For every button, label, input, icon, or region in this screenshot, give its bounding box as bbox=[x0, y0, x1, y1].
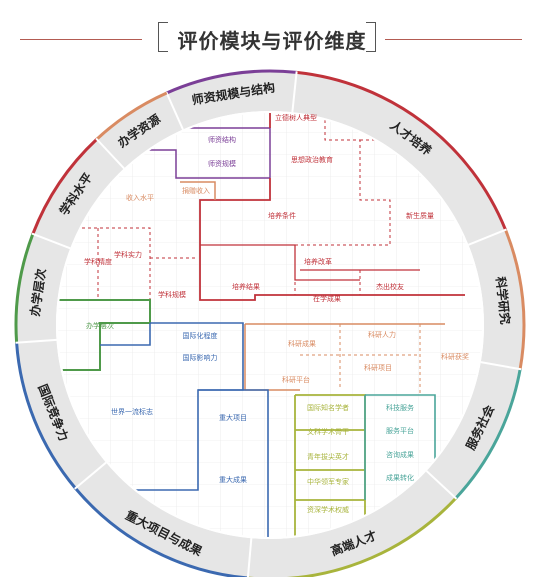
title-bar: 评价模块与评价维度 bbox=[0, 18, 539, 58]
module-label: 科学研究 bbox=[493, 276, 513, 325]
dimension-label: 青年拔尖英才 bbox=[307, 452, 349, 461]
dimension-label: 咨询成果 bbox=[386, 450, 414, 459]
dimension-label: 科研人力 bbox=[368, 330, 396, 339]
module-ring bbox=[15, 70, 525, 577]
module-arc bbox=[166, 69, 297, 95]
dimension-label: 服务平台 bbox=[386, 426, 414, 435]
module-label: 办学层次 bbox=[27, 268, 49, 318]
dimension-label: 思想政治教育 bbox=[291, 155, 333, 164]
dimension-label: 在学成果 bbox=[313, 294, 341, 303]
dimension-label: 学科规模 bbox=[158, 290, 186, 299]
dimension-border bbox=[58, 299, 151, 371]
module-arc bbox=[454, 368, 522, 500]
module-arc bbox=[31, 138, 98, 235]
dimension-border bbox=[58, 227, 198, 300]
module-arc bbox=[247, 497, 457, 577]
module-divider bbox=[246, 538, 253, 577]
module-divider bbox=[425, 470, 458, 500]
module-divider bbox=[74, 461, 107, 490]
dimension-label: 国际化程度 bbox=[183, 331, 218, 340]
module-divider bbox=[468, 228, 507, 246]
module-divider bbox=[31, 232, 71, 250]
module-divider bbox=[95, 137, 125, 170]
dimension-label: 中华领军专家 bbox=[307, 477, 349, 486]
dimension-label: 学科实力 bbox=[114, 250, 142, 259]
dimension-label: 培养条件 bbox=[268, 211, 296, 220]
dimension-label: 捐赠收入 bbox=[182, 186, 210, 195]
page-title: 评价模块与评价维度 bbox=[177, 29, 367, 53]
dimension-border bbox=[198, 389, 269, 537]
module-arc bbox=[15, 342, 77, 490]
dimension-border bbox=[300, 324, 421, 395]
dimension-label: 收入水平 bbox=[126, 193, 154, 202]
dimension-label: 科研成果 bbox=[288, 339, 316, 348]
dimension-label: 培养结果 bbox=[232, 282, 260, 291]
dimension-label: 文科学术骨干 bbox=[307, 427, 349, 436]
module-arc bbox=[74, 487, 248, 577]
module-divider bbox=[480, 361, 522, 371]
dimension-label: 科研平台 bbox=[282, 375, 310, 384]
module-divider bbox=[165, 91, 184, 130]
dimension-label: 成果转化 bbox=[386, 473, 414, 482]
dimension-label: 科研获奖 bbox=[441, 352, 469, 361]
dimension-label: 资深学术权威 bbox=[307, 505, 349, 514]
module-arc bbox=[14, 233, 35, 343]
dimension-label: 杰出校友 bbox=[376, 282, 404, 291]
module-arc bbox=[95, 91, 168, 141]
dimension-label: 国际影响力 bbox=[183, 353, 218, 362]
title-rule-left bbox=[20, 39, 142, 40]
dimension-label: 立德树人典型 bbox=[275, 113, 317, 122]
dimension-label: 办学层次 bbox=[86, 321, 114, 330]
dimension-label: 培养改革 bbox=[304, 257, 332, 266]
dimension-label: 重大成果 bbox=[219, 475, 247, 484]
dimension-border bbox=[294, 113, 440, 295]
module-divider bbox=[15, 338, 57, 344]
inner-grid bbox=[58, 113, 482, 537]
title-bracket-right bbox=[366, 22, 376, 52]
dimension-label: 师资结构 bbox=[208, 135, 236, 144]
title-rule-right bbox=[385, 39, 522, 40]
dimension-label: 学科精度 bbox=[84, 257, 112, 266]
dimension-label: 国际知名学者 bbox=[307, 403, 349, 412]
dimension-label: 新生质量 bbox=[406, 211, 434, 220]
title-bracket-left bbox=[158, 22, 168, 52]
dimension-label: 科技服务 bbox=[386, 403, 414, 412]
dimension-label: 重大项目 bbox=[219, 413, 247, 422]
module-divider bbox=[291, 71, 298, 113]
dimension-label: 科研项目 bbox=[364, 363, 392, 372]
dimension-label: 师资规模 bbox=[208, 159, 236, 168]
module-arc bbox=[504, 229, 526, 370]
module-arc bbox=[296, 70, 507, 231]
dimension-label: 世界一流标志 bbox=[111, 407, 153, 416]
